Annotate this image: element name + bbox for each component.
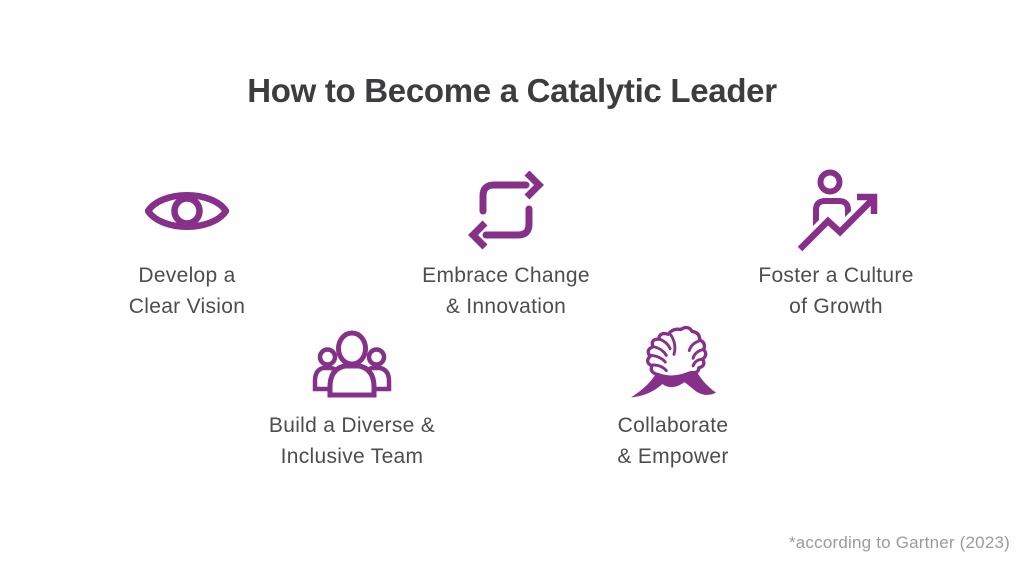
item-label: Collaborate & Empower (617, 410, 728, 472)
clasped-hands-icon (533, 320, 813, 406)
label-line: Inclusive Team (280, 445, 424, 468)
team-icon (212, 320, 492, 406)
label-line: Embrace Change (422, 264, 590, 287)
source-footnote: *according to Gartner (2023) (788, 533, 1010, 552)
item-label: Develop a Clear Vision (129, 260, 245, 322)
item-build-team: Build a Diverse & Inclusive Team (212, 320, 492, 472)
person-growth-icon (696, 166, 976, 256)
item-embrace-change: Embrace Change & Innovation (366, 166, 646, 322)
label-line: of Growth (789, 295, 883, 318)
page-title: How to Become a Catalytic Leader (247, 72, 777, 109)
item-label: Build a Diverse & Inclusive Team (269, 410, 435, 472)
label-line: Clear Vision (128, 295, 246, 318)
label-line: & Innovation (445, 295, 567, 318)
label-line: & Empower (617, 445, 729, 468)
label-line: Build a Diverse & (268, 414, 436, 437)
label-line: Develop a (138, 264, 236, 287)
item-label: Foster a Culture of Growth (758, 260, 913, 322)
label-line: Collaborate (617, 414, 729, 437)
item-collaborate: Collaborate & Empower (533, 320, 813, 472)
cycle-arrows-icon (366, 166, 646, 256)
item-label: Embrace Change & Innovation (422, 260, 590, 322)
item-foster-growth: Foster a Culture of Growth (696, 166, 976, 322)
label-line: Foster a Culture (758, 264, 914, 287)
item-develop-vision: Develop a Clear Vision (47, 166, 327, 322)
eye-icon (47, 166, 327, 256)
